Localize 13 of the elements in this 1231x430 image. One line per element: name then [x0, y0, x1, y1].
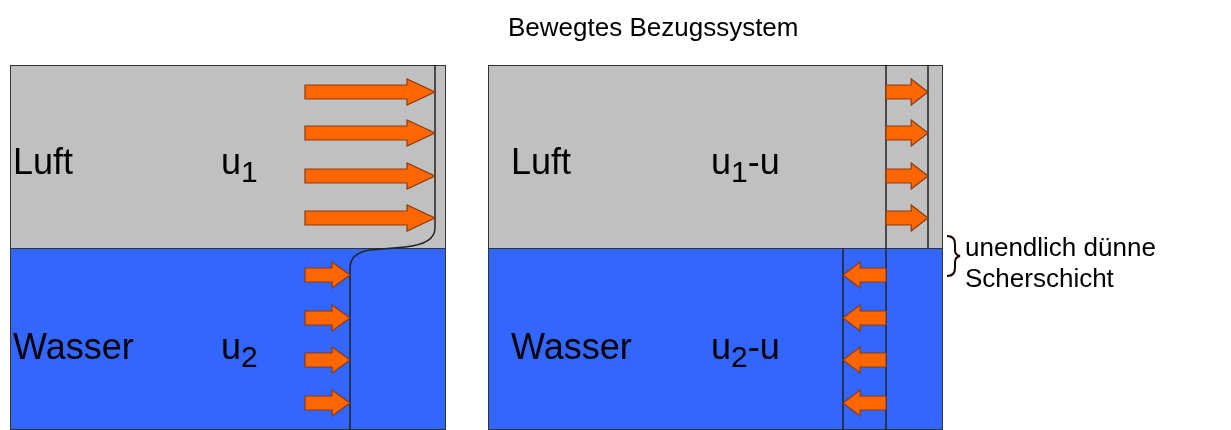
annotation-text: unendlich dünne Scherschicht — [965, 232, 1157, 294]
medium-label: Luft — [13, 144, 74, 180]
velocity-label: u$_{2}$-u — [711, 329, 780, 373]
heading: Bewegtes Bezugssystem — [508, 12, 800, 43]
water-region — [488, 248, 943, 430]
velocity-label: u$_{2}$ — [221, 329, 258, 373]
medium-label: Wasser — [13, 329, 134, 365]
air-region — [488, 65, 943, 249]
velocity-label: u$_{1}$ — [221, 144, 258, 188]
velocity-label: u$_{1}$-u — [711, 144, 780, 188]
medium-label: Wasser — [511, 329, 632, 365]
medium-label: Luft — [511, 144, 572, 180]
water-region — [10, 248, 446, 430]
